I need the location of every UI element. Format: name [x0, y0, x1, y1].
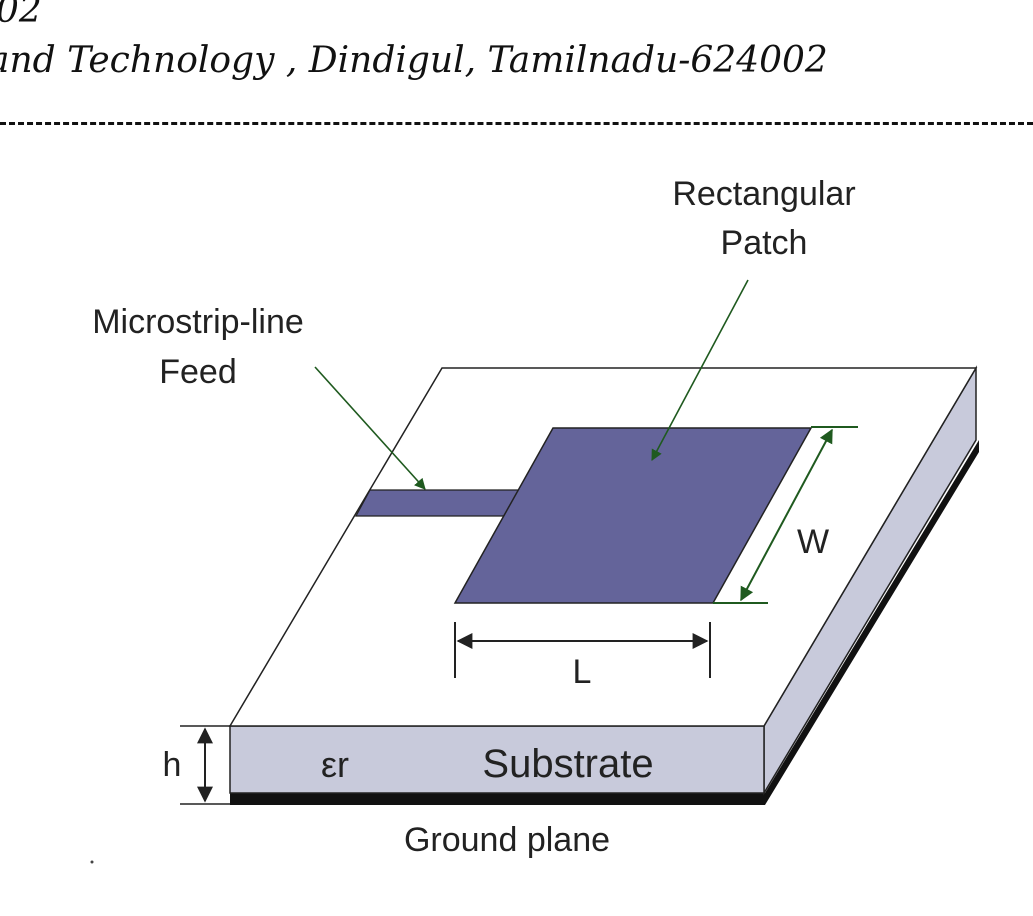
- feed-leader-arrow: [314, 366, 426, 490]
- substrate-front-face: [229, 725, 765, 794]
- header-line-1: 02: [0, 0, 42, 31]
- patch-label-line1: Rectangular: [672, 175, 855, 213]
- permittivity-label: εr: [321, 744, 349, 785]
- width-dimension-arrow: [740, 428, 833, 602]
- length-label: L: [573, 653, 592, 691]
- width-label: W: [797, 523, 829, 561]
- header-line-2: and Technology , Dindigul, Tamilnadu-624…: [0, 40, 828, 81]
- patch-leader-arrow: [651, 279, 749, 461]
- dashed-divider: [0, 122, 1033, 125]
- microstrip-feed: [354, 489, 521, 517]
- ground-plane-label: Ground plane: [404, 821, 610, 859]
- stray-dot: [90, 860, 94, 864]
- feed-label-line2: Feed: [159, 353, 237, 391]
- patch-label-line2: Patch: [721, 224, 808, 262]
- feed-label-line1: Microstrip-line: [92, 303, 304, 341]
- substrate-label: Substrate: [482, 742, 653, 786]
- height-label: h: [163, 746, 182, 784]
